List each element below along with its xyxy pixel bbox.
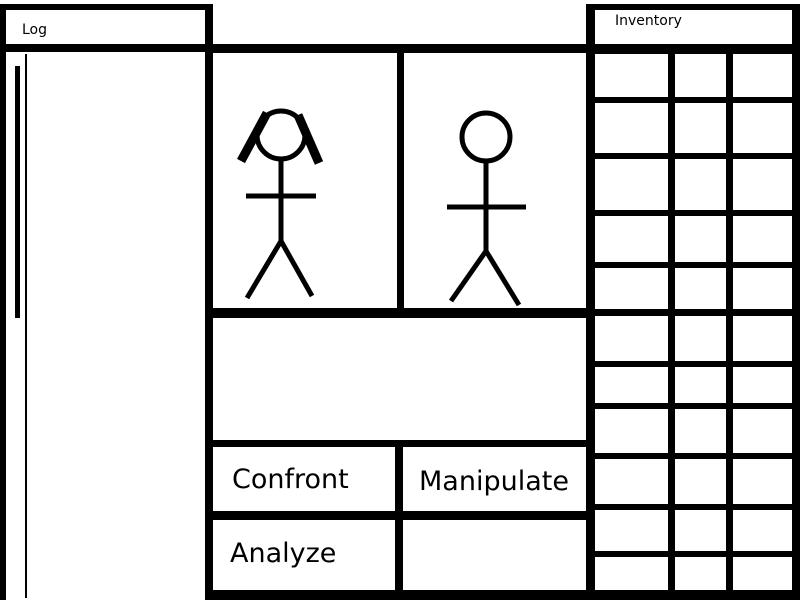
inventory-slot[interactable] [675,268,733,316]
inventory-slot[interactable] [733,557,792,590]
inventory-slot[interactable] [675,409,733,459]
log-scrollbar-track[interactable] [25,54,27,598]
log-header-border-bottom [0,44,212,52]
inventory-slot[interactable] [675,367,733,409]
portrait-bottom-border [205,308,595,318]
character-portrait-right[interactable] [404,53,588,308]
inventory-grid-row-line-2 [586,153,800,159]
log-content [30,55,200,595]
confront-button[interactable]: Confront [213,447,395,511]
empty-action-button[interactable] [403,520,586,590]
inventory-slot[interactable] [595,510,675,557]
inventory-grid-row-line-10 [586,551,800,557]
inventory-grid-col-line-2 [726,54,733,600]
inventory-slot[interactable] [675,459,733,510]
log-scrollbar-thumb[interactable] [15,66,20,318]
actions-horizontal-divider [205,511,595,520]
male-stick-figure-icon [447,110,526,307]
inventory-grid-row-line-8 [586,453,800,459]
dialogue-box [212,318,588,440]
inventory-slot[interactable] [595,54,675,103]
inventory-slot[interactable] [675,54,733,103]
inventory-slot[interactable] [595,459,675,510]
inventory-slot[interactable] [595,216,675,268]
actions-vertical-divider [395,440,403,600]
inventory-slot[interactable] [595,268,675,316]
female-stick-figure-icon [237,108,324,300]
inventory-item-marker [671,60,674,96]
inventory-slot[interactable] [733,409,792,459]
inventory-slot[interactable] [595,557,675,590]
inventory-title: Inventory [615,13,682,29]
inventory-slot[interactable] [733,216,792,268]
inventory-slot[interactable] [733,459,792,510]
actions-bottom-border [205,590,595,600]
inventory-grid-row-line-6 [586,361,800,367]
inventory-grid-row-line-3 [586,210,800,216]
inventory-slot[interactable] [675,557,733,590]
inventory-grid-row-line-1 [586,97,800,103]
portrait-divider [397,50,404,314]
inventory-slot[interactable] [675,159,733,216]
inventory-slot[interactable] [675,103,733,159]
log-header-border-top [0,4,212,10]
inventory-slot[interactable] [595,103,675,159]
character-portrait-left[interactable] [212,53,397,308]
inventory-slot[interactable] [733,510,792,557]
inventory-slot[interactable] [595,159,675,216]
inventory-header-border-bottom [586,44,800,54]
log-panel-border-left [0,4,6,600]
inventory-slot[interactable] [733,316,792,367]
log-title: Log [22,22,48,38]
inventory-header-border-top [586,4,800,10]
inventory-slot[interactable] [733,367,792,409]
inventory-slot[interactable] [733,103,792,159]
inventory-slot[interactable] [675,316,733,367]
inventory-slot[interactable] [675,216,733,268]
inventory-grid-row-line-9 [586,504,800,510]
confront-button-label: Confront [232,463,349,495]
inventory-slot[interactable] [595,367,675,409]
inventory-panel-border-left [586,4,595,600]
manipulate-button-label: Manipulate [419,465,569,497]
analyze-button[interactable]: Analyze [213,520,395,590]
center-top-border [205,44,595,53]
log-panel-border-right [205,4,213,600]
inventory-grid-row-line-5 [586,309,800,316]
inventory-grid-row-line-4 [586,262,800,268]
inventory-grid-col-line-1 [668,54,675,600]
inventory-grid-bottom-border [586,590,800,600]
inventory-panel-border-right [792,4,800,600]
inventory-slot[interactable] [675,510,733,557]
inventory-slot[interactable] [733,268,792,316]
inventory-slot[interactable] [595,316,675,367]
analyze-button-label: Analyze [230,537,337,569]
inventory-slot[interactable] [733,159,792,216]
inventory-slot[interactable] [595,409,675,459]
inventory-grid-row-line-7 [586,403,800,409]
inventory-slot[interactable] [733,54,792,103]
manipulate-button[interactable]: Manipulate [403,447,586,511]
